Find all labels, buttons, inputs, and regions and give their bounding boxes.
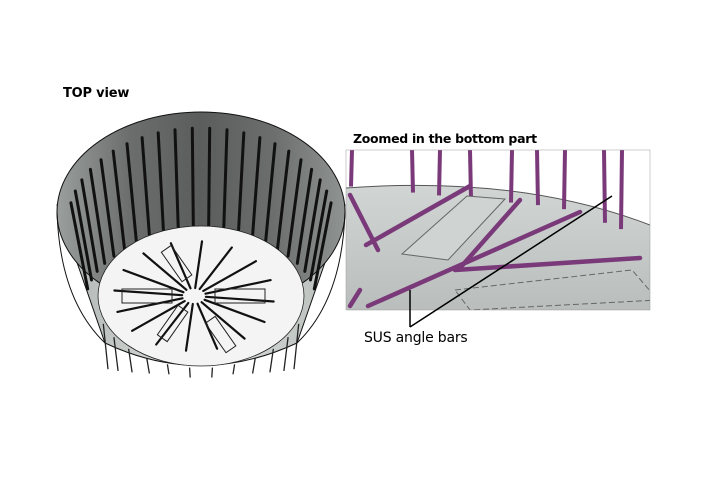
wall-rib [190, 126, 195, 234]
inset-wall-rib [602, 150, 607, 223]
wall-rib [111, 149, 127, 252]
wall-rib [80, 178, 99, 273]
inner-wall-ribs [69, 126, 333, 291]
floor-bar [142, 252, 188, 291]
wall-rib [140, 136, 152, 241]
wall-rib [303, 178, 322, 273]
top-view-label: TOP view [63, 86, 130, 101]
inset-wall-rib [509, 150, 514, 203]
outer-rib [188, 367, 191, 378]
floor-bar [113, 289, 184, 297]
floor-bar [122, 268, 185, 294]
callout-line [409, 195, 613, 328]
floor-bar [184, 302, 194, 352]
inset-wall-rib [349, 150, 354, 187]
wall-rib [309, 189, 329, 282]
wall-rib [275, 149, 291, 252]
outer-rib [127, 348, 133, 373]
floor-bar [204, 279, 272, 295]
inset-plate [400, 195, 507, 261]
vessel-floor [97, 225, 305, 367]
floor-bar [202, 260, 257, 292]
floor-plate [214, 288, 266, 304]
wall-rib [156, 131, 166, 238]
inset-angle-bar [452, 255, 643, 273]
floor-plate [121, 288, 173, 304]
outer-shell-ribs [102, 323, 300, 378]
wall-rib [250, 136, 262, 241]
inset-wall-rib [410, 150, 415, 193]
floor-plate [156, 304, 189, 343]
outer-rib [166, 364, 170, 375]
floor-bar [169, 242, 192, 290]
inset-frame [345, 149, 651, 311]
wall-rib [69, 201, 90, 291]
floor-plate [204, 315, 237, 354]
outer-rib [293, 323, 300, 370]
inset-floor-edge [346, 184, 650, 226]
inset-angle-bars [347, 183, 643, 309]
wall-rib [263, 142, 277, 246]
wall-rib [312, 201, 333, 291]
outer-rib [211, 367, 214, 378]
outer-rib [251, 357, 256, 374]
floor-bar [204, 295, 275, 303]
inset-angle-bar [365, 209, 583, 309]
inset-wall-ribs [349, 150, 624, 230]
outer-rib [283, 337, 289, 371]
inset-plate [454, 269, 650, 310]
zoomed-bottom-inset [345, 149, 651, 311]
floor-bar [194, 240, 204, 290]
inset-wall-rib [562, 150, 567, 210]
inset-wall [346, 150, 650, 225]
inset-wall-rib [535, 150, 540, 206]
floor-plates [121, 244, 266, 354]
wall-rib [295, 167, 314, 265]
inset-angle-bar [363, 183, 473, 248]
wall-rib [222, 128, 229, 235]
wall-rib [286, 158, 303, 258]
inset-angle-bar [457, 197, 523, 271]
vessel-top-view [56, 111, 346, 378]
wall-rib [207, 126, 212, 234]
wall-rib [236, 131, 246, 238]
vessel-rim-front [296, 211, 346, 344]
wall-rib [99, 158, 116, 258]
inset-wall-rib [619, 150, 624, 230]
callout-leader-lines [409, 195, 613, 328]
floor-bar [200, 301, 246, 340]
floor-plate [160, 244, 193, 283]
sus-angle-bars-label: SUS angle bars [364, 330, 468, 346]
floor-bar [131, 300, 186, 332]
inset-wall-rib [437, 150, 442, 196]
vessel-rim-front [56, 211, 106, 344]
outer-rib [102, 323, 109, 370]
wall-rib [88, 167, 107, 265]
outer-rib [146, 357, 151, 374]
outer-rib [232, 364, 236, 375]
wall-rib [125, 142, 139, 246]
inset-angle-bar [347, 287, 363, 309]
inset-plates [400, 195, 650, 310]
wall-rib [173, 128, 180, 235]
floor-bar [198, 246, 233, 291]
outer-rib [269, 348, 275, 373]
zoomed-view-label: Zoomed in the bottom part [353, 131, 537, 146]
inset-wall-rib [468, 150, 473, 199]
outer-rib [113, 337, 119, 371]
wall-rib [73, 189, 93, 282]
